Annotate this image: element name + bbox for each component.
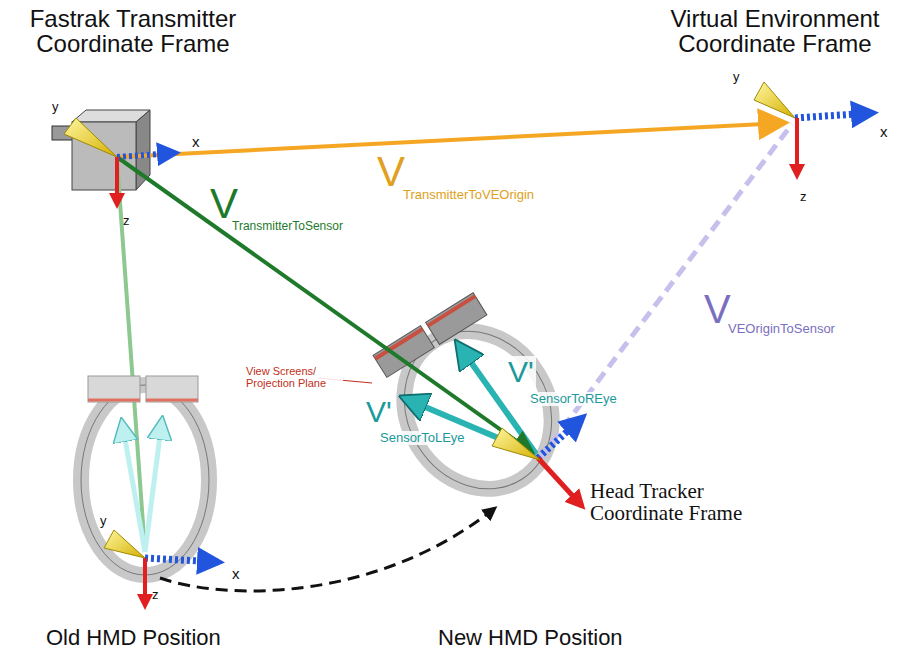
- vector-symbol: V': [506, 356, 536, 388]
- frame-callout: Head Tracker Coordinate Frame: [590, 480, 780, 524]
- vector-symbol: V: [377, 150, 405, 194]
- vector-subscript: TransmitterToSensor: [232, 220, 343, 233]
- axis-label: x: [880, 124, 888, 140]
- axis-label: z: [152, 588, 159, 602]
- ve-axes: [754, 82, 872, 176]
- transmitter-axes: [64, 118, 175, 205]
- vector-symbol: V': [364, 396, 394, 428]
- motion-arrow: [160, 508, 495, 591]
- old-hmd: [81, 376, 209, 575]
- transmitter-cube: [52, 110, 150, 190]
- vector-subscript: SensorToREye: [528, 392, 619, 406]
- ve-to-sensor-vector: [540, 124, 792, 458]
- old-sensor-vector: [117, 160, 145, 552]
- axis-label: z: [800, 190, 807, 204]
- axis-label: z: [123, 214, 130, 228]
- vector-symbol: V: [704, 288, 731, 330]
- vector-subscript: VEOriginToSensor: [728, 322, 835, 336]
- head-tracker-axes: [492, 418, 582, 506]
- axis-label: y: [733, 70, 740, 84]
- vector-subscript: SensorToLEye: [378, 431, 467, 445]
- transmitter-to-ve-vector: [117, 123, 782, 157]
- frame-heading: Virtual Environment Coordinate Frame: [650, 6, 900, 56]
- axis-label: y: [100, 514, 107, 528]
- axis-label: y: [52, 100, 59, 114]
- frame-heading: Fastrak Transmitter Coordinate Frame: [8, 6, 258, 56]
- axis-label: x: [192, 134, 200, 150]
- vector-subscript: TransmitterToVEOrigin: [403, 188, 534, 202]
- position-caption: New HMD Position: [438, 626, 623, 649]
- position-caption: Old HMD Position: [46, 626, 221, 649]
- old-hmd-axes: [104, 530, 218, 606]
- axis-label: x: [232, 566, 240, 582]
- screen-callout: View Screens/ Projection Plane: [244, 366, 343, 389]
